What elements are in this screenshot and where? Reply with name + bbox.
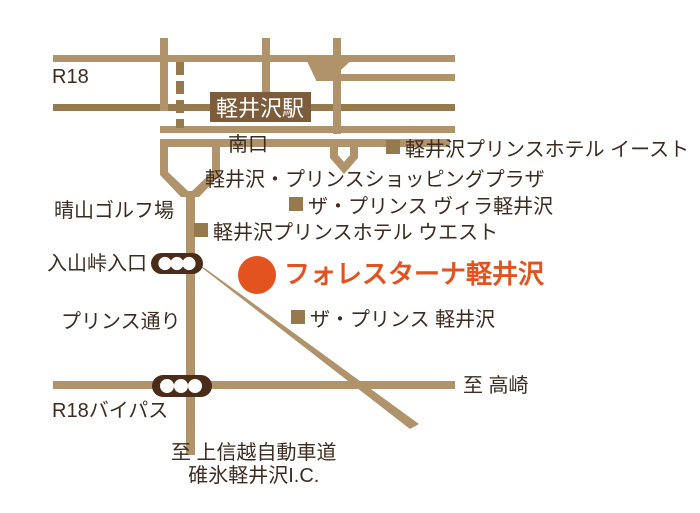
rail-spur-horizontal xyxy=(316,74,455,81)
rail-line-third xyxy=(160,126,455,133)
station-exit-label: 南口 xyxy=(228,134,268,156)
station-name-label: 軽井沢駅 xyxy=(216,96,305,121)
signal-lamp xyxy=(182,256,196,271)
poi-the-prince-karuizawa-label: ザ・プリンス 軽井沢 xyxy=(310,309,496,331)
signal-lamp xyxy=(174,379,188,393)
poi-prince-hotel-west-label: 軽井沢プリンスホテル ウエスト xyxy=(213,222,499,244)
signal-lamp xyxy=(170,256,184,271)
dashed-boundary-line xyxy=(176,62,184,128)
poi-prince-villa: ザ・プリンス ヴィラ軽井沢 xyxy=(289,196,553,219)
road-label-prince-dori: プリンス通り xyxy=(61,311,181,333)
south-exit-right-arrow xyxy=(330,139,358,174)
poi-prince-shopping-plaza: 軽井沢・プリンスショッピングプラザ xyxy=(205,169,545,192)
poi-square-marker xyxy=(291,310,305,324)
rail-riser-center-lower xyxy=(262,55,270,107)
rail-riser-right xyxy=(333,38,341,134)
destination-expressway-line1: 至 上信越自動車道 xyxy=(171,442,337,464)
forestana-marker-dot xyxy=(238,256,276,294)
destination-expressway-line2: 碓氷軽井沢I.C. xyxy=(188,465,320,487)
destination-label-expressway: 至 上信越自動車道 碓氷軽井沢I.C. xyxy=(171,442,337,488)
signal-lamp xyxy=(160,379,174,393)
station-name-box xyxy=(210,92,311,122)
poi-prince-villa-label: ザ・プリンス ヴィラ軽井沢 xyxy=(308,196,554,218)
rail-line-top xyxy=(53,55,455,62)
signal-lamp xyxy=(158,256,172,271)
place-label-haruyama-golf: 晴山ゴルフ場 xyxy=(54,200,174,222)
poi-square-marker xyxy=(386,140,400,154)
poi-square-marker xyxy=(194,223,208,237)
poi-prince-hotel-east: 軽井沢プリンスホテル イースト xyxy=(386,139,689,162)
poi-prince-hotel-west: 軽井沢プリンスホテル ウエスト xyxy=(194,222,498,245)
destination-label-takasaki: 至 高崎 xyxy=(463,375,529,397)
poi-the-prince-karuizawa: ザ・プリンス 軽井沢 xyxy=(291,309,495,332)
rail-riser-center xyxy=(262,38,270,62)
rail-riser-left xyxy=(160,38,168,62)
signal-bypass xyxy=(152,375,212,397)
highlight-label-forestana: フォレスターナ軽井沢 xyxy=(284,259,545,289)
road-label-r18: R18 xyxy=(52,66,89,88)
rail-riser-left-lower xyxy=(160,55,168,111)
rail-network xyxy=(53,38,455,134)
diagonal-road-to-takasaki xyxy=(197,264,419,429)
prince-dori-road xyxy=(186,195,195,455)
r18-bypass-road xyxy=(53,381,455,389)
road-label-r18-bypass: R18バイパス xyxy=(52,400,169,422)
south-exit-horizontal-road xyxy=(160,139,450,147)
place-label-iriyama-pass: 入山峠入口 xyxy=(47,253,147,275)
poi-prince-hotel-east-label: 軽井沢プリンスホテル イースト xyxy=(405,139,690,161)
signal-iriyama xyxy=(151,253,203,274)
poi-prince-shopping-plaza-label: 軽井沢・プリンスショッピングプラザ xyxy=(205,169,545,191)
poi-square-marker xyxy=(289,197,303,211)
signal-lamp xyxy=(188,379,202,393)
